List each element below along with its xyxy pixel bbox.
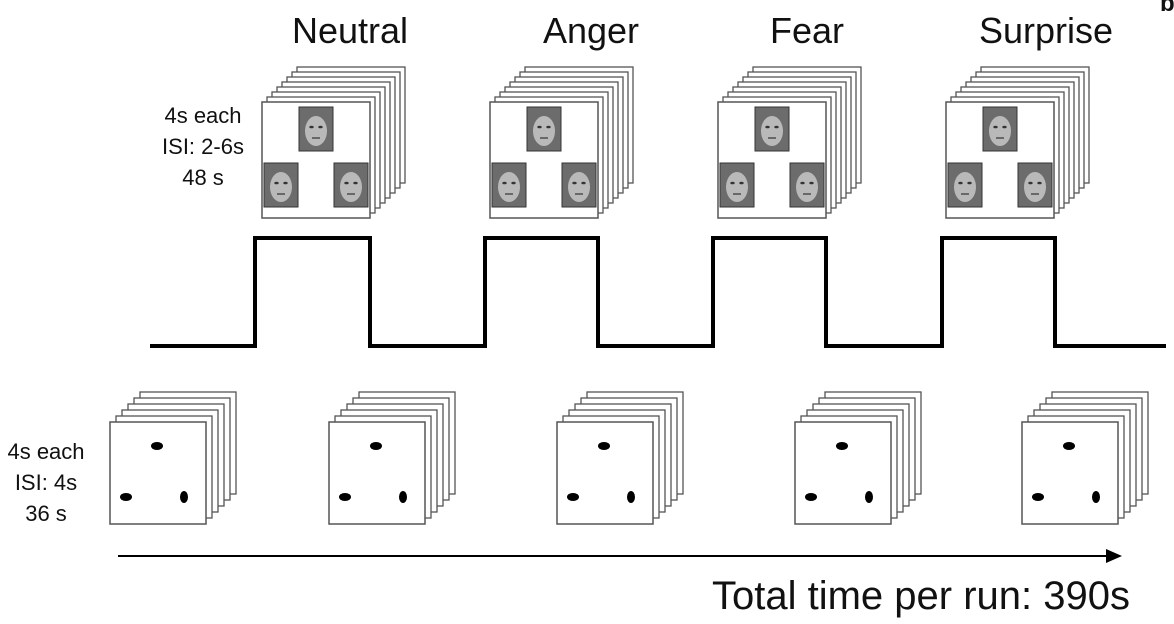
face-photo-icon (982, 106, 1018, 152)
black-oval-icon (865, 491, 873, 503)
panel-label: b (1160, 0, 1174, 17)
control-duration-text: 4s each (7, 439, 85, 464)
black-oval-icon (598, 442, 610, 450)
control-block-timing: 4s each ISI: 4s 36 s (0, 436, 92, 529)
face-card-stack (489, 66, 634, 219)
condition-title-anger: Anger (542, 10, 640, 51)
front-card (794, 421, 892, 525)
black-oval-icon (151, 442, 163, 450)
face-block-timing: 4s each ISI: 2-6s 48 s (143, 100, 263, 193)
face-photo-icon (1017, 162, 1053, 208)
face-photo-icon (719, 162, 755, 208)
front-card (109, 421, 207, 525)
face-duration-text: 4s each (164, 103, 242, 128)
face-card-stack (717, 66, 862, 219)
control-stimulus-stacks (109, 391, 1149, 525)
face-photo-icon (333, 162, 369, 208)
face-photo-icon (298, 106, 334, 152)
face-photo-icon (789, 162, 825, 208)
front-card (328, 421, 426, 525)
black-oval-icon (399, 491, 407, 503)
condition-title-surprise: Surprise (978, 10, 1114, 51)
condition-title-fear: Fear (769, 10, 845, 51)
total-run-time: Total time per run: 390s (712, 574, 1130, 618)
oval-card-stack (794, 391, 922, 525)
front-card (556, 421, 654, 525)
control-isi-text: ISI: 4s (14, 470, 78, 495)
face-photo-icon (754, 106, 790, 152)
black-oval-icon (627, 491, 635, 503)
black-oval-icon (836, 442, 848, 450)
black-oval-icon (120, 493, 132, 501)
block-timing-waveform (150, 236, 1166, 348)
face-card-stack (945, 66, 1090, 219)
control-block-length-text: 36 s (25, 501, 67, 526)
oval-card-stack (328, 391, 456, 525)
oval-card-stack (109, 391, 237, 525)
face-isi-text: ISI: 2-6s (162, 134, 244, 159)
black-oval-icon (180, 491, 188, 503)
face-photo-icon (526, 106, 562, 152)
black-oval-icon (805, 493, 817, 501)
black-oval-icon (567, 493, 579, 501)
face-photo-icon (561, 162, 597, 208)
black-oval-icon (339, 493, 351, 501)
face-photo-icon (491, 162, 527, 208)
black-oval-icon (1032, 493, 1044, 501)
black-oval-icon (1063, 442, 1075, 450)
oval-card-stack (1021, 391, 1149, 525)
time-axis-arrowhead (1106, 549, 1122, 563)
front-card (1021, 421, 1119, 525)
black-oval-icon (370, 442, 382, 450)
face-stimulus-stacks (261, 66, 1090, 219)
condition-title-neutral: Neutral (291, 10, 409, 51)
oval-card-stack (556, 391, 684, 525)
face-block-length-text: 48 s (182, 165, 224, 190)
black-oval-icon (1092, 491, 1100, 503)
face-photo-icon (263, 162, 299, 208)
face-photo-icon (947, 162, 983, 208)
face-card-stack (261, 66, 406, 219)
